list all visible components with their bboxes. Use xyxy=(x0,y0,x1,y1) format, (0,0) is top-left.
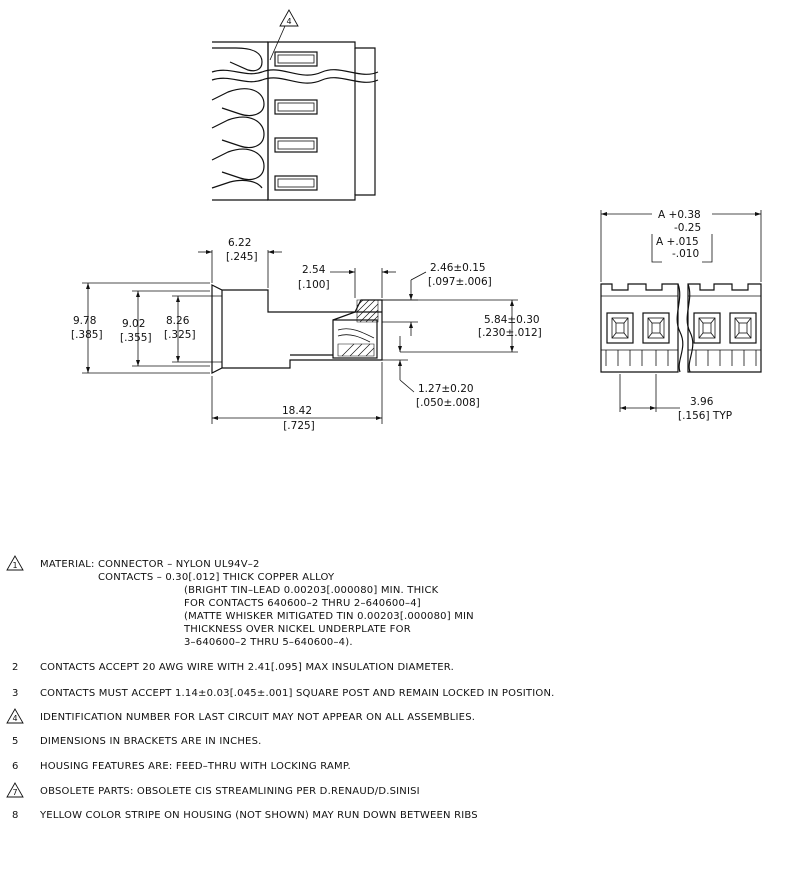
note-number: 7 xyxy=(12,788,17,797)
note-line: HOUSING FEATURES ARE: FEED–THRU WITH LOC… xyxy=(40,761,351,772)
note-line: CONTACTS ACCEPT 20 AWG WIRE WITH 2.41[.0… xyxy=(40,662,454,673)
note-2: 2 CONTACTS ACCEPT 20 AWG WIRE WITH 2.41[.… xyxy=(12,662,454,673)
dim-a-in-minus: -.010 xyxy=(672,248,699,260)
dim-6-22-in: [.245] xyxy=(226,251,258,263)
cavity xyxy=(642,312,670,344)
note-flag-triangle-icon xyxy=(6,782,24,798)
top-view: 4 xyxy=(211,9,379,201)
note-5: 5 DIMENSIONS IN BRACKETS ARE IN INCHES. xyxy=(12,736,262,747)
cavity xyxy=(729,312,757,344)
note-4: 4 IDENTIFICATION NUMBER FOR LAST CIRCUIT … xyxy=(6,708,475,724)
dim-8-26-mm: 8.26 xyxy=(166,315,190,327)
note-line: CONTACTS MUST ACCEPT 1.14±0.03[.045±.001… xyxy=(40,688,555,699)
dim-1-27-in: [.050±.008] xyxy=(416,397,480,409)
dim-a-mm-plus: A +0.38 xyxy=(658,209,701,221)
note-line: OBSOLETE PARTS: OBSOLETE CIS STREAMLININ… xyxy=(40,786,420,797)
note-number: 3 xyxy=(12,688,19,699)
note-number: 8 xyxy=(12,810,19,821)
dim-a-mm-minus: -0.25 xyxy=(674,222,701,234)
note-line: DIMENSIONS IN BRACKETS ARE IN INCHES. xyxy=(40,736,262,747)
note-line: IDENTIFICATION NUMBER FOR LAST CIRCUIT M… xyxy=(40,712,475,723)
note-8: 8 YELLOW COLOR STRIPE ON HOUSING (NOT SHO… xyxy=(12,810,478,821)
dim-5-84-mm: 5.84±0.30 xyxy=(484,314,540,326)
dim-2-46-mm: 2.46±0.15 xyxy=(430,262,486,274)
cavity xyxy=(606,312,634,344)
note-line: (MATTE WHISKER MITIGATED TIN 0.00203[.00… xyxy=(184,611,474,622)
notes-block: 1 MATERIAL: CONNECTOR – NYLON UL94V–2CONT… xyxy=(6,555,555,821)
cavity xyxy=(693,312,721,344)
dim-8-26-in: [.325] xyxy=(164,329,196,341)
dim-2-46-in: [.097±.006] xyxy=(428,276,492,288)
note-line: MATERIAL: CONNECTOR – NYLON UL94V–2 xyxy=(40,559,260,570)
note-number: 2 xyxy=(12,662,19,673)
dim-9-02-mm: 9.02 xyxy=(122,318,145,330)
dim-1-27-mm: 1.27±0.20 xyxy=(418,383,474,395)
note-line: YELLOW COLOR STRIPE ON HOUSING (NOT SHOW… xyxy=(39,810,478,821)
dim-2-54-in: [.100] xyxy=(298,279,330,291)
dim-9-78-in: [.385] xyxy=(71,329,103,341)
dim-18-42-mm: 18.42 xyxy=(282,405,312,417)
note-6: 6 HOUSING FEATURES ARE: FEED–THRU WITH LO… xyxy=(12,761,351,772)
note-number: 1 xyxy=(12,561,17,570)
dim-pitch-mm: 3.96 xyxy=(690,396,714,408)
note-number: 5 xyxy=(12,736,19,747)
note-line: (BRIGHT TIN–LEAD 0.00203[.000080] MIN. T… xyxy=(184,585,439,596)
note-7: 7 OBSOLETE PARTS: OBSOLETE CIS STREAMLINI… xyxy=(6,782,420,798)
dim-5-84-in: [.230±.012] xyxy=(478,327,542,339)
note-line: THICKNESS OVER NICKEL UNDERPLATE FOR xyxy=(183,624,411,635)
note-number: 4 xyxy=(12,714,17,723)
note-flag-triangle-icon xyxy=(6,555,24,571)
side-view: 6.22 [.245] 2.54 [.100] 2.46±0.15 [.097±… xyxy=(71,237,542,432)
dim-9-02-in: [.355] xyxy=(120,332,152,344)
dim-a-in-plus: A +.015 xyxy=(656,236,699,248)
note-3: 3 CONTACTS MUST ACCEPT 1.14±0.03[.045±.00… xyxy=(12,688,555,699)
note-flag-triangle-icon xyxy=(6,708,24,724)
note-4-callout-number: 4 xyxy=(286,17,291,26)
note-number: 6 xyxy=(12,761,19,772)
note-1: 1 MATERIAL: CONNECTOR – NYLON UL94V–2CONT… xyxy=(6,555,474,648)
dim-18-42-in: [.725] xyxy=(283,420,315,432)
section-hatch xyxy=(337,299,379,357)
dim-9-78-mm: 9.78 xyxy=(73,315,96,327)
dim-pitch-in: [.156] TYP xyxy=(678,410,732,422)
note-line: 3–640600–2 THRU 5–640600–4). xyxy=(184,637,353,648)
dim-2-54-mm: 2.54 xyxy=(302,264,326,276)
front-view: A +0.38 -0.25 A +.015 -.010 xyxy=(600,209,762,422)
dim-6-22-mm: 6.22 xyxy=(228,237,251,249)
note-line: FOR CONTACTS 640600–2 THRU 2–640600–4] xyxy=(184,598,421,609)
note-line: CONTACTS – 0.30[.012] THICK COPPER ALLOY xyxy=(98,572,335,583)
